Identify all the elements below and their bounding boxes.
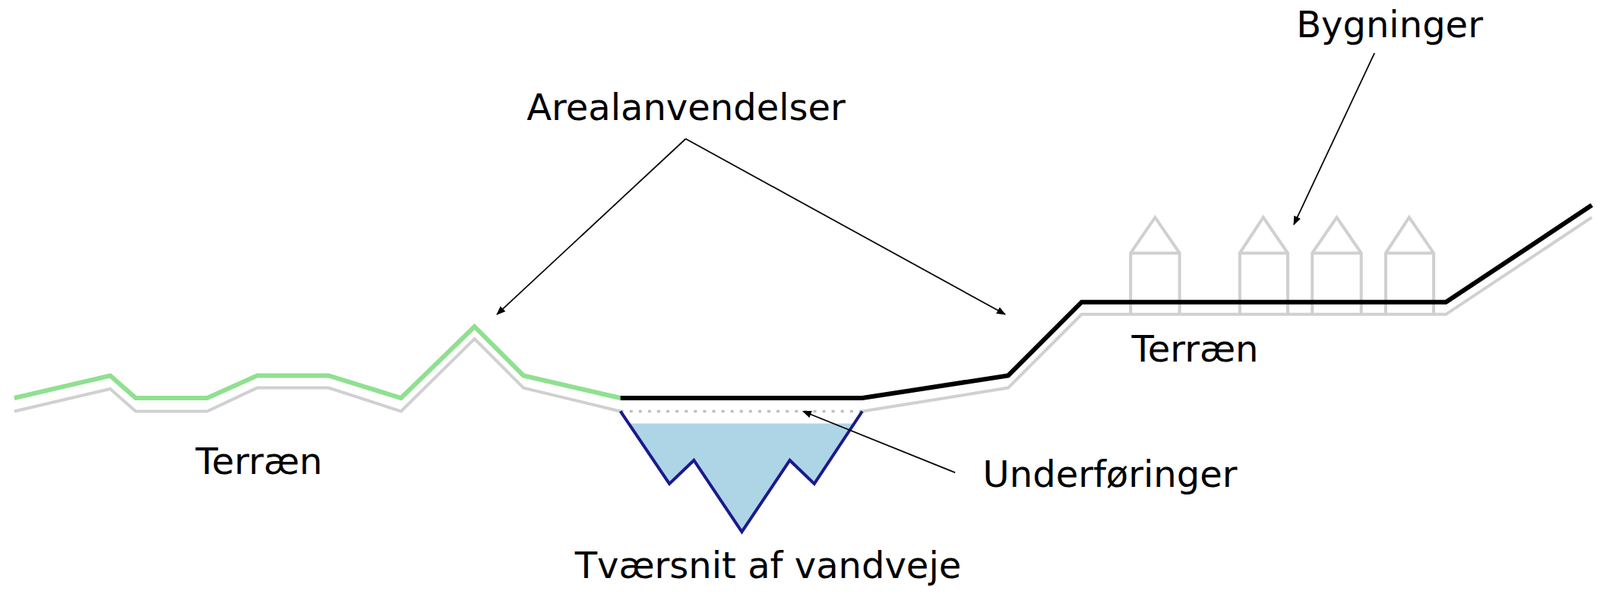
waterway-profile [620,411,863,532]
terrain-label: Terræn [196,441,323,482]
underpass-dotted-line [620,410,863,413]
landuse-line [14,326,621,399]
water-fill [628,423,854,532]
landuse-line [620,205,1593,399]
house [1385,217,1434,314]
house [1312,217,1361,314]
buildings [1130,217,1434,314]
house [1239,217,1288,314]
callout-label: Arealanvendelser [526,87,846,128]
house [1130,217,1180,314]
terrain-label: Terræn [1132,328,1259,370]
caption-label: Tværsnit af vandveje [575,545,962,586]
leader-line [686,139,1006,315]
leader-line [803,411,955,473]
callout-label: Underføringer [983,454,1238,495]
callout-label: Bygninger [1296,4,1484,45]
leader-line [496,139,686,315]
leader-line [1293,53,1375,225]
